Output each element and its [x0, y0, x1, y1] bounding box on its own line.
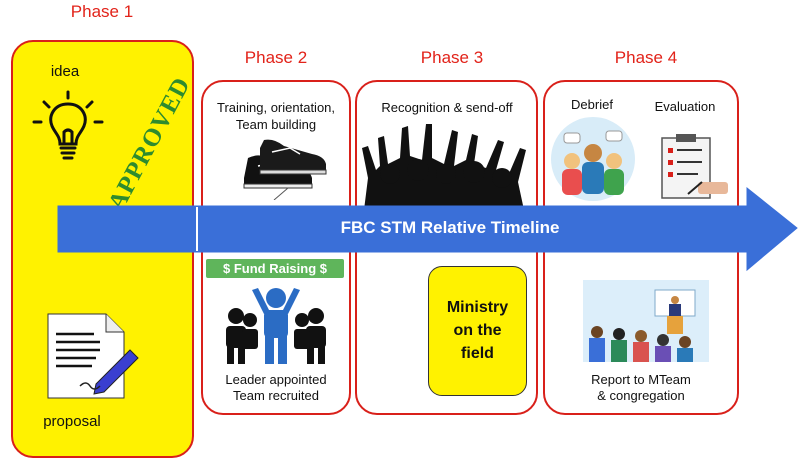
evaluation-clipboard-icon: [661, 134, 728, 199]
ministry-line2: on the: [453, 322, 502, 339]
proposal-document-icon: [47, 313, 139, 399]
debrief-label: Debrief: [571, 97, 613, 112]
cheering-crowd-icon: [362, 124, 526, 210]
leader-label-line1: Leader appointed: [225, 372, 327, 387]
proposal-label: proposal: [43, 413, 101, 430]
presentation-audience-icon: [583, 280, 709, 362]
report-label-line2: & congregation: [597, 388, 685, 403]
fund-raising-badge: $ Fund Raising $: [206, 259, 344, 278]
ministry-on-field-box: Ministry on the field: [428, 266, 527, 396]
training-label-line1: Training, orientation,: [216, 100, 336, 115]
phase-1-title: Phase 1: [70, 2, 134, 21]
team-people-icon: [226, 288, 326, 364]
phase-2-title: Phase 2: [244, 48, 308, 67]
leader-label-line2: Team recruited: [233, 388, 319, 403]
report-label-line1: Report to MTeam: [591, 372, 691, 387]
phase-3-title: Phase 3: [420, 48, 484, 67]
sneakers-icon: [243, 139, 327, 200]
timeline-label: FBC STM Relative Timeline: [340, 218, 560, 237]
evaluation-label: Evaluation: [654, 99, 716, 114]
recognition-label: Recognition & send-off: [381, 100, 513, 115]
phase-4-title: Phase 4: [614, 48, 678, 67]
lightbulb-icon: [32, 90, 104, 160]
training-label-line2: Team building: [235, 117, 317, 132]
idea-label: idea: [50, 63, 80, 80]
ministry-line1: Ministry: [446, 299, 509, 316]
ministry-line3: field: [461, 345, 494, 362]
debrief-group-icon: [551, 117, 635, 201]
